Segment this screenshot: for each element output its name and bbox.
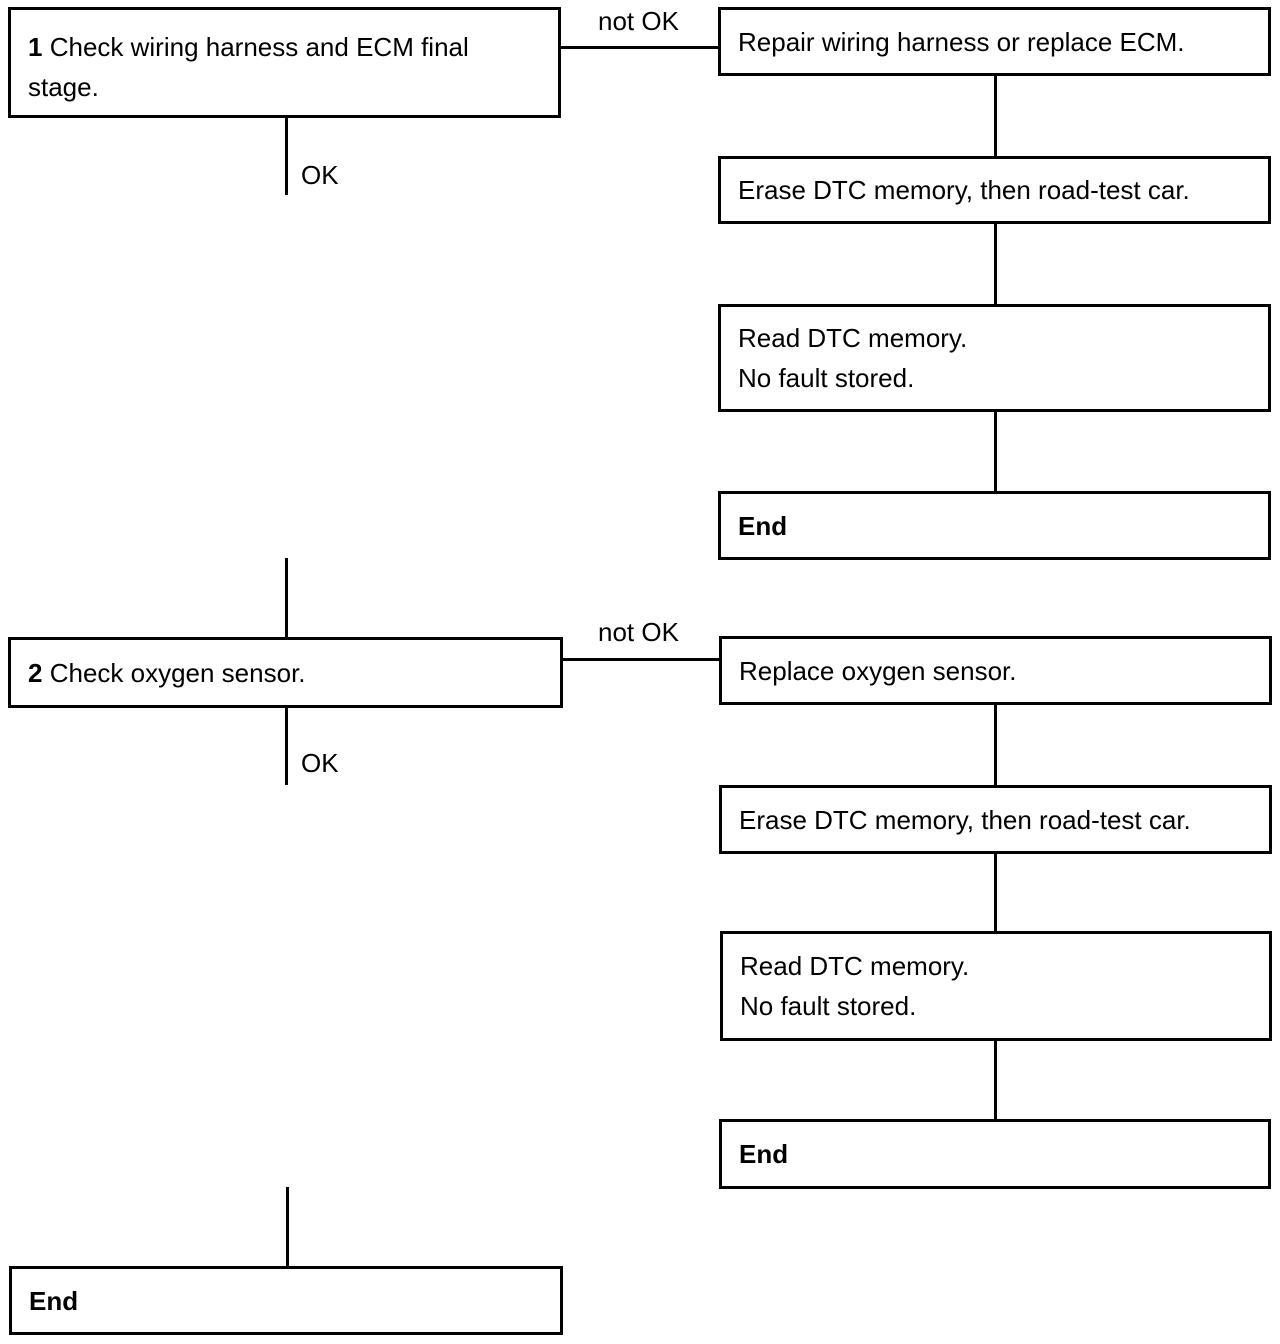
step2-number: 2 [28,657,43,688]
step1-connector-a [994,76,997,156]
step1-read-box: Read DTC memory. No fault stored. [718,304,1271,412]
final-end-box: End [9,1266,563,1335]
step2-erase-text: Erase DTC memory, then road-test car. [739,804,1191,835]
step1-text-line2: stage. [28,72,99,102]
step2-connector-c [994,1041,997,1119]
step2-replace-box: Replace oxygen sensor. [719,636,1272,705]
step1-text: Check wiring harness and ECM final [49,32,469,62]
step2-end-label: End [739,1139,789,1169]
step1-ok-label: OK [301,160,339,190]
step2-connector-top [285,558,288,638]
step1-not-ok-connector [561,46,720,49]
step1-end-box: End [718,491,1271,560]
step1-end-label: End [738,510,788,541]
step2-not-ok-label: not OK [598,617,679,647]
step2-not-ok-connector [563,658,720,661]
step2-read-line1: Read DTC memory. [740,951,970,981]
step2-replace-text: Replace oxygen sensor. [739,655,1017,686]
step2-erase-box: Erase DTC memory, then road-test car. [719,785,1272,854]
step1-erase-text: Erase DTC memory, then road-test car. [738,175,1190,205]
step2-ok-label: OK [301,748,339,778]
step2-check-box: 2 Check oxygen sensor. [8,637,563,708]
step2-end-box: End [719,1119,1271,1189]
step1-number: 1 [28,32,43,62]
step1-repair-box: Repair wiring harness or replace ECM. [718,7,1271,76]
step1-connector-b [994,224,997,304]
step1-erase-box: Erase DTC memory, then road-test car. [718,156,1271,224]
step1-read-line2: No fault stored. [738,363,915,393]
step1-ok-connector-top [285,118,288,195]
step2-connector-b [994,854,997,932]
final-connector [286,1187,289,1267]
final-end-label: End [29,1285,79,1316]
step2-read-box: Read DTC memory. No fault stored. [720,931,1272,1041]
step1-check-box: 1 Check wiring harness and ECM final sta… [8,7,561,118]
step2-ok-connector [285,708,288,785]
step1-connector-c [994,412,997,491]
step1-not-ok-label: not OK [598,6,679,36]
step2-text: Check oxygen sensor. [49,657,306,688]
step2-connector-a [994,705,997,785]
step1-read-line1: Read DTC memory. [738,323,968,353]
step2-read-line2: No fault stored. [740,991,917,1021]
step1-repair-text: Repair wiring harness or replace ECM. [738,26,1185,57]
